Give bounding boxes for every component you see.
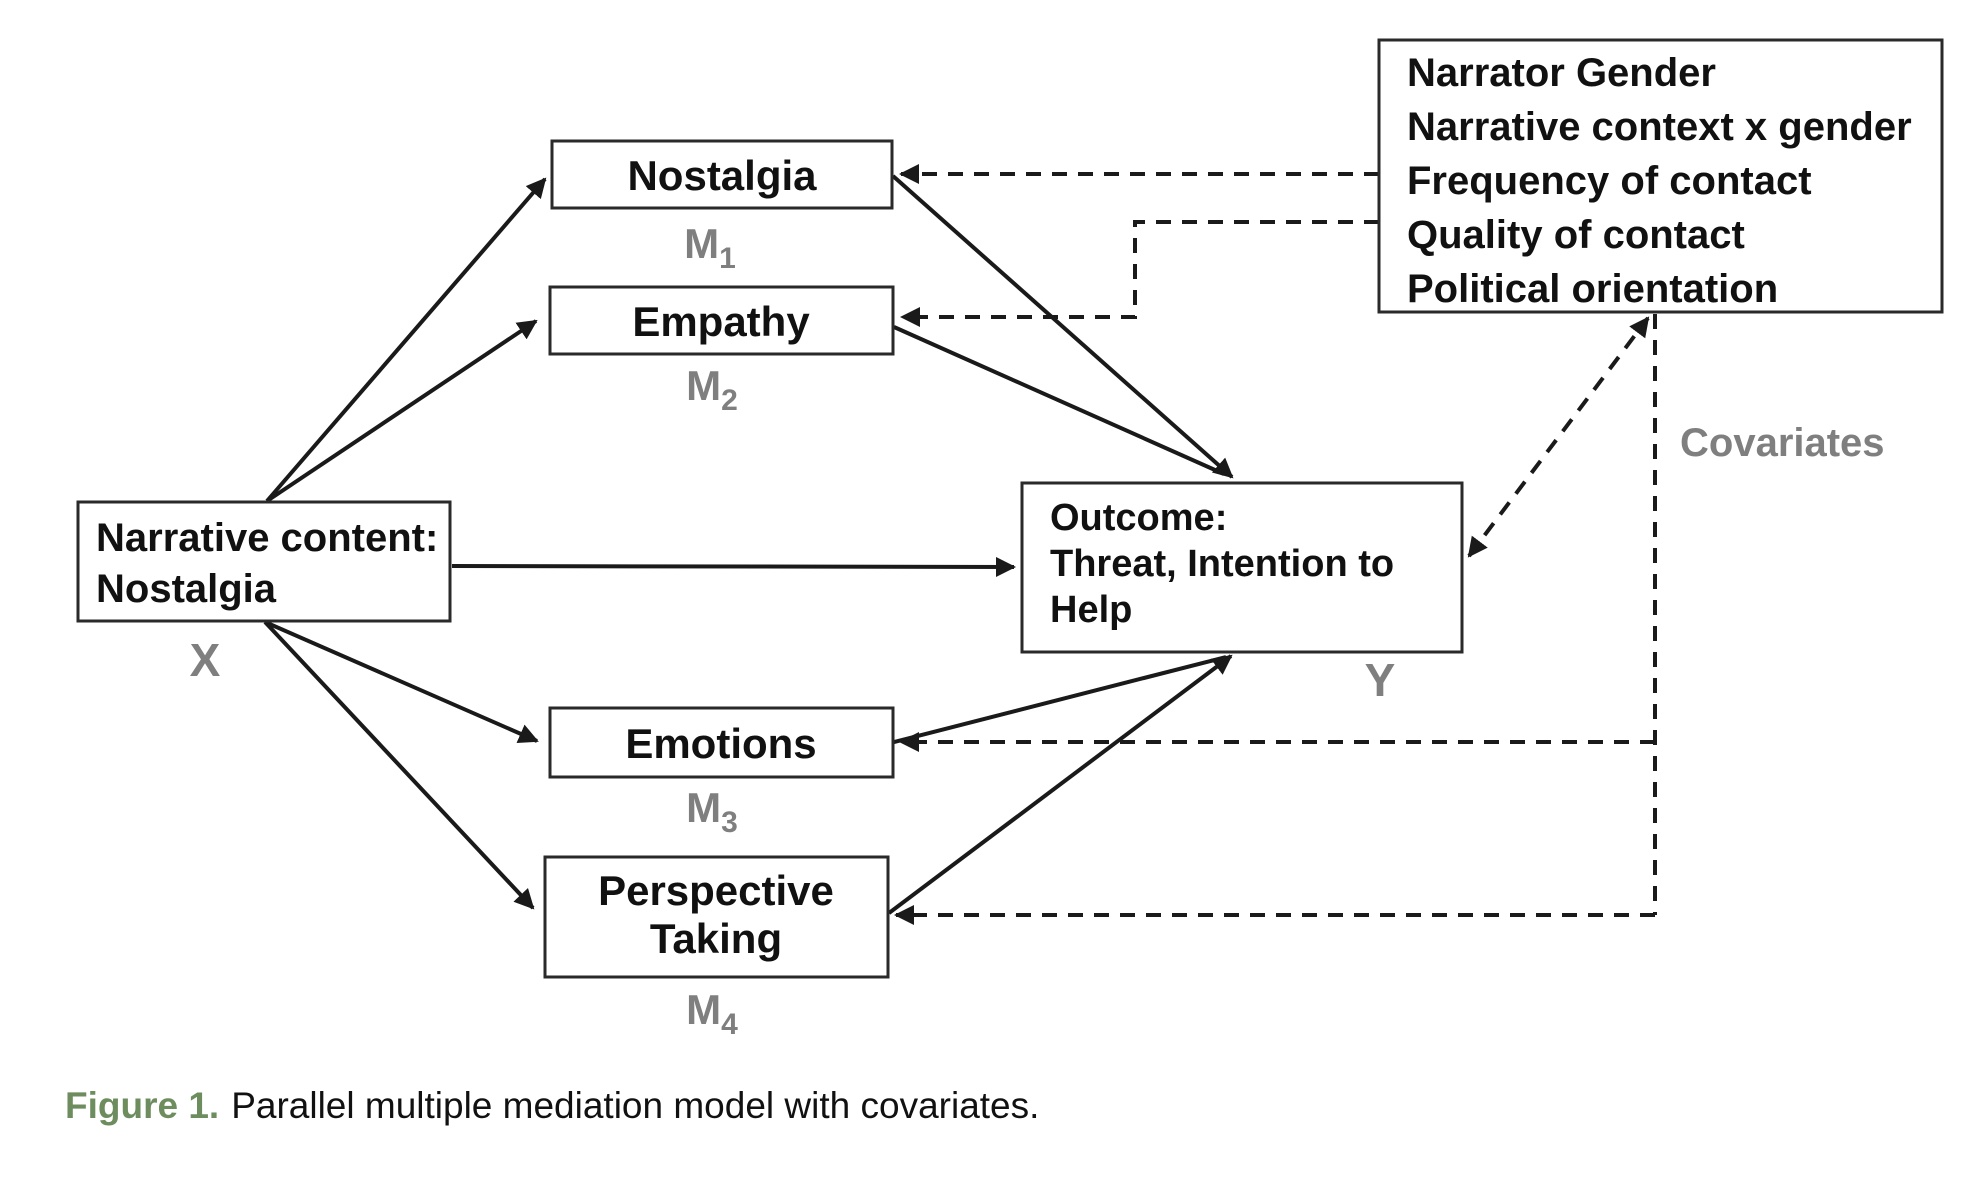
m1-base: M (684, 220, 719, 267)
arrow-x-to-emotions (264, 620, 539, 743)
figure-caption-text: Parallel multiple mediation model with c… (231, 1085, 1039, 1126)
m2-variable-label: M2 (686, 362, 738, 417)
figure-caption-number: Figure 1. (65, 1085, 219, 1126)
covariates-item-1: Narrator Gender (1407, 51, 1716, 95)
dashed-arrow-covariates-to-empathy (900, 220, 1379, 327)
m1-variable-label: M1 (684, 220, 736, 275)
outcome-box (1020, 481, 1464, 654)
perspective-taking-label-line1: Perspective (598, 867, 834, 914)
nostalgia-mediator-label: Nostalgia (627, 152, 817, 199)
figure-caption: Figure 1. Parallel multiple mediation mod… (65, 1085, 1039, 1126)
arrow-x-to-perspective-taking (263, 620, 535, 910)
arrow-x-to-nostalgia (265, 177, 547, 503)
m3-base: M (686, 784, 721, 831)
emotions-mediator-label: Emotions (625, 720, 816, 767)
arrow-emotions-to-outcome (893, 655, 1227, 744)
m1-subscript: 1 (719, 242, 736, 275)
covariates-item-4: Quality of contact (1407, 213, 1745, 257)
predictor-box (76, 500, 452, 623)
m2-subscript: 2 (721, 384, 738, 417)
predictor-label-line1: Narrative content: (96, 516, 438, 560)
covariates-item-3: Frequency of contact (1407, 159, 1812, 203)
x-variable-label: X (190, 634, 221, 686)
arrow-x-to-outcome (451, 556, 1016, 577)
perspective-taking-label-line2: Taking (650, 915, 782, 962)
empathy-mediator-label: Empathy (632, 298, 810, 345)
m3-variable-label: M3 (686, 784, 738, 839)
predictor-label-line2: Nostalgia (96, 567, 277, 611)
covariates-item-2: Narrative context x gender (1407, 105, 1912, 149)
nostalgia-mediator-box (550, 139, 894, 210)
m4-base: M (686, 986, 721, 1033)
perspective-taking-mediator-box (543, 855, 890, 979)
m4-subscript: 4 (721, 1008, 738, 1041)
outcome-label-line1: Outcome: (1050, 497, 1227, 539)
outcome-label-line3: Help (1050, 589, 1132, 631)
arrow-x-to-empathy (265, 319, 538, 503)
arrow-perspective-taking-to-outcome (887, 654, 1233, 915)
arrow-empathy-to-outcome (893, 325, 1225, 476)
outcome-label-line2: Threat, Intention to (1050, 543, 1394, 585)
emotions-mediator-box (548, 706, 895, 779)
y-variable-label: Y (1365, 654, 1396, 706)
arrow-nostalgia-to-outcome (891, 174, 1234, 479)
m2-base: M (686, 362, 721, 409)
m3-subscript: 3 (721, 806, 738, 839)
m4-variable-label: M4 (686, 986, 738, 1041)
dashed-arrow-covariates-to-outcome (1467, 316, 1650, 558)
covariates-box (1377, 38, 1944, 314)
covariates-annotation-label: Covariates (1680, 421, 1885, 465)
covariates-item-5: Political orientation (1407, 267, 1778, 311)
empathy-mediator-box (548, 285, 895, 356)
